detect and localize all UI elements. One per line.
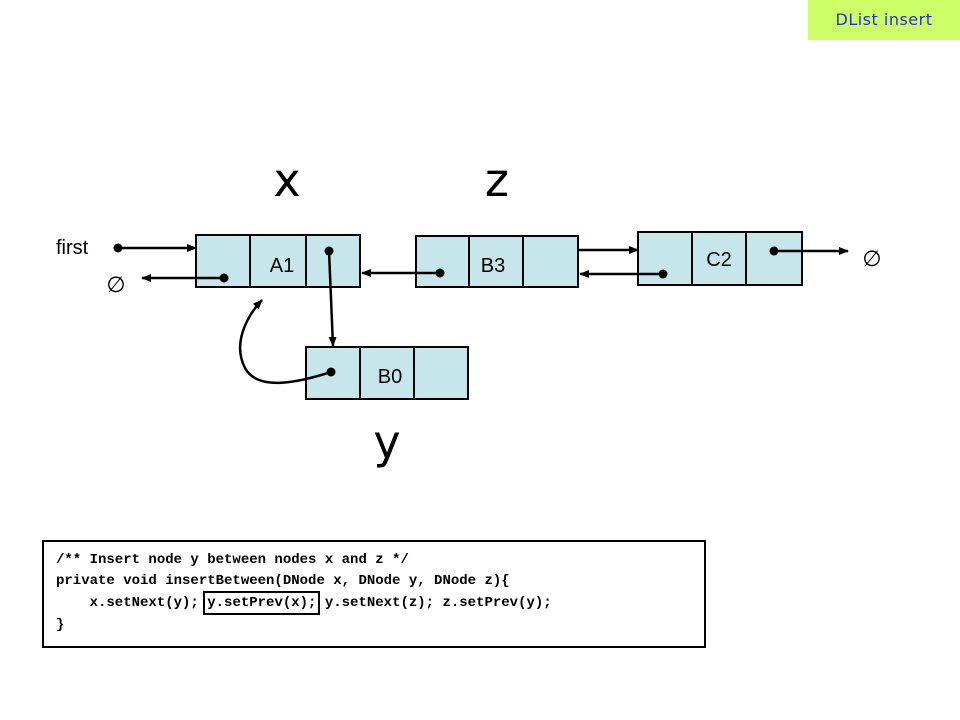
code-set-next-x: x.setNext(y);: [56, 595, 208, 611]
null-symbol-right: ∅: [862, 247, 881, 272]
var-label-z: z: [485, 153, 509, 207]
code-line-signature: private void insertBetween(DNode x, DNod…: [56, 573, 510, 589]
a1-next-arrow: [327, 250, 337, 347]
node-b0-label: B0: [378, 366, 402, 388]
node-a1-label: A1: [270, 255, 294, 277]
var-label-x: x: [273, 153, 300, 207]
code-line-comment: /** Insert node y between nodes x and z …: [56, 552, 409, 568]
first-label: first: [56, 237, 89, 259]
code-line-body: x.setNext(y); y.setPrev(x); y.setNext(z)…: [56, 591, 552, 615]
node-b3: B3: [415, 235, 579, 288]
b0-prev-arrow: [239, 299, 332, 385]
node-b3-label: B3: [481, 255, 505, 277]
slide-title-badge: DList insert: [808, 0, 960, 40]
null-symbol-left: ∅: [106, 273, 125, 298]
code-rest: y.setNext(z); z.setPrev(y);: [316, 595, 552, 611]
var-label-y: y: [373, 415, 400, 469]
node-c2-label: C2: [706, 249, 732, 271]
code-line-close: }: [56, 617, 65, 633]
code-box: /** Insert node y between nodes x and z …: [42, 540, 706, 648]
code-highlight-set-prev: y.setPrev(x);: [203, 591, 321, 615]
